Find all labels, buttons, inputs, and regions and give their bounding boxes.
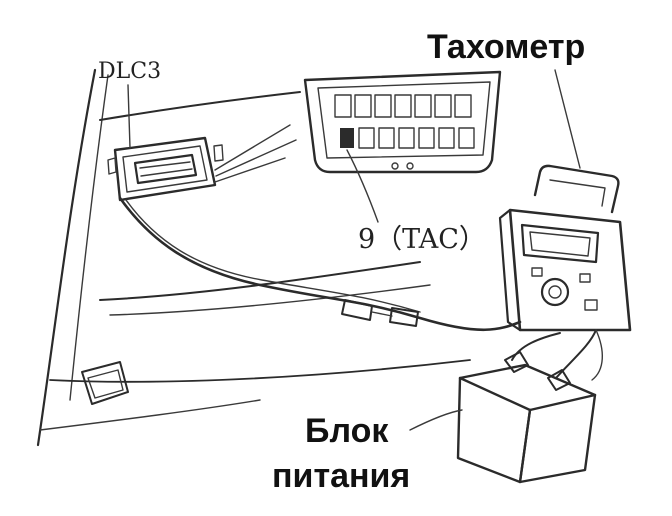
tachometer-device (498, 69, 632, 332)
dlc3-pinout (303, 70, 502, 223)
tachometer-label: Тахометр (427, 28, 585, 66)
power-supply-label-line1: Блок (305, 412, 389, 450)
tac-lead-wire (118, 196, 522, 332)
pin-label: 9（TAC） (358, 224, 486, 255)
power-supply-label-line2: питания (272, 457, 410, 495)
pin-row-top (334, 94, 472, 118)
dlc3-cable-bundle (214, 124, 297, 183)
power-supply (409, 329, 603, 484)
dashboard-panel (36, 68, 471, 447)
dlc3-connector (107, 84, 224, 202)
dlc3-label: DLC3 (98, 59, 161, 84)
pin-row-bottom (340, 127, 475, 149)
